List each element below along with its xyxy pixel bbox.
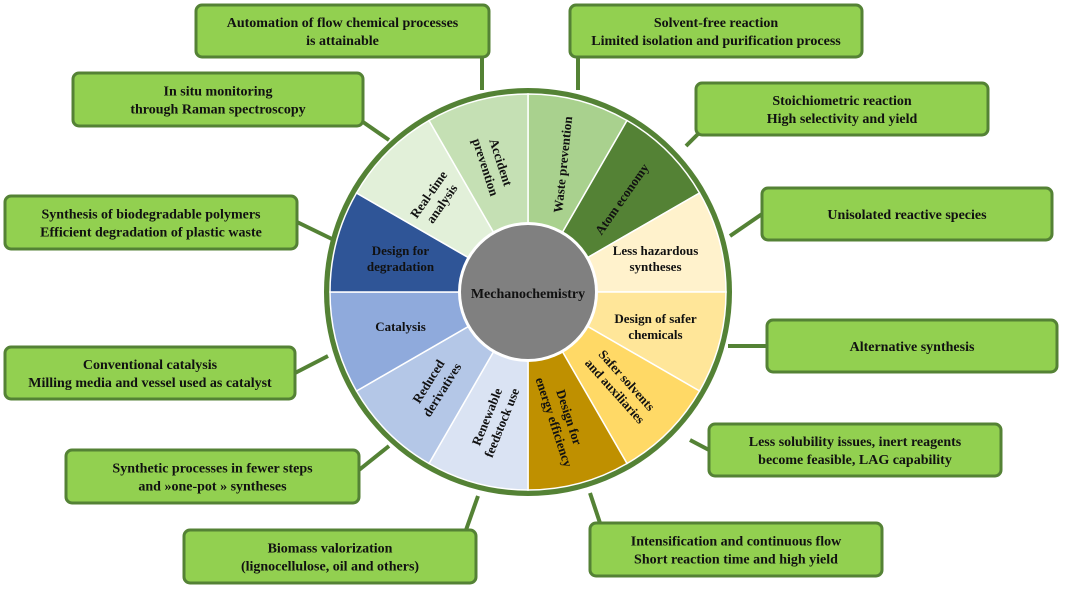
callout-text: Efficient degradation of plastic waste — [40, 226, 262, 241]
callout-text: High selectivity and yield — [767, 112, 918, 127]
callout-text: (lignocellulose, oil and others) — [241, 560, 419, 575]
sector-label-line: Catalysis — [375, 319, 426, 334]
callout-box — [3, 345, 297, 401]
biodegradable-polymers-callout: Synthesis of biodegradable polymersEffic… — [3, 194, 299, 251]
connector-line — [728, 212, 764, 238]
hub: Mechanochemistry — [461, 225, 595, 359]
alternative-synthesis-callout: Alternative synthesis — [765, 318, 1059, 374]
connector-line — [357, 444, 391, 472]
callout-text: through Raman spectroscopy — [130, 103, 305, 118]
sector-label-line: Design of safer — [614, 311, 697, 326]
sector-label-line: syntheses — [629, 259, 681, 274]
callout-text: Intensification and continuous flow — [631, 535, 842, 550]
connector-line — [689, 438, 710, 452]
callout-box — [194, 3, 491, 59]
callout-text: Automation of flow chemical processes — [227, 16, 459, 31]
in-situ-monitoring-callout: In situ monitoring through Raman spectros… — [71, 71, 365, 128]
callout-text: Unisolated reactive species — [827, 208, 987, 223]
sector-label-line: degradation — [367, 259, 435, 274]
hub-circle — [461, 225, 595, 359]
connector-line — [588, 492, 602, 524]
callout-text: Biomass valorization — [268, 542, 393, 557]
callout-text: Stoichiometric reaction — [772, 94, 912, 109]
callout-text: Less solubility issues, inert reagents — [749, 435, 962, 450]
callout-text: become feasible, LAG capability — [758, 453, 952, 468]
callout-box — [3, 194, 299, 251]
callout-text: Short reaction time and high yield — [634, 553, 838, 568]
callout-box — [765, 318, 1059, 374]
callout-text: Limited isolation and purification proce… — [591, 34, 841, 49]
callout-box — [71, 71, 365, 128]
callout-box — [568, 3, 864, 59]
callout-box — [64, 448, 361, 505]
callout-box — [707, 422, 1003, 478]
callout-text: Synthesis of biodegradable polymers — [42, 208, 262, 223]
solubility-callout: Less solubility issues, inert reagents be… — [707, 422, 1003, 478]
connector-lines — [294, 57, 767, 531]
callout-text: Alternative synthesis — [850, 340, 975, 355]
sector-label-line: chemicals — [628, 327, 682, 342]
callout-text: Milling media and vessel used as catalys… — [28, 376, 272, 391]
callout-box — [182, 528, 478, 585]
callout-text: Synthetic processes in fewer steps — [112, 462, 313, 477]
callout-text: and »one-pot » syntheses — [138, 480, 287, 495]
callout-box — [588, 521, 884, 578]
sector-label-catalysis: Catalysis — [375, 319, 426, 334]
callout-text: In situ monitoring — [164, 85, 273, 100]
center-label: Mechanochemistry — [471, 287, 585, 302]
callout-box — [694, 81, 990, 137]
unisolated-species-callout: Unisolated reactive species — [760, 186, 1054, 242]
fewer-steps-callout: Synthetic processes in fewer steps and »o… — [64, 448, 361, 505]
callout-text: Conventional catalysis — [83, 358, 218, 373]
connector-line — [296, 220, 335, 242]
callout-text: is attainable — [306, 34, 379, 49]
callout-text: Solvent-free reaction — [654, 16, 778, 31]
sector-label-line: Less hazardous — [613, 243, 699, 258]
callout-box — [760, 186, 1054, 242]
intensification-callout: Intensification and continuous flowShort… — [588, 521, 884, 578]
sector-label-line: Design for — [372, 243, 430, 258]
automation-callout: Automation of flow chemical processes is … — [194, 3, 491, 59]
callout-boxes: Automation of flow chemical processes is … — [3, 3, 1059, 585]
connector-line — [294, 354, 329, 375]
connector-line — [464, 495, 480, 531]
connector-line — [361, 120, 391, 142]
biomass-callout: Biomass valorization (lignocellulose, oil… — [182, 528, 478, 585]
